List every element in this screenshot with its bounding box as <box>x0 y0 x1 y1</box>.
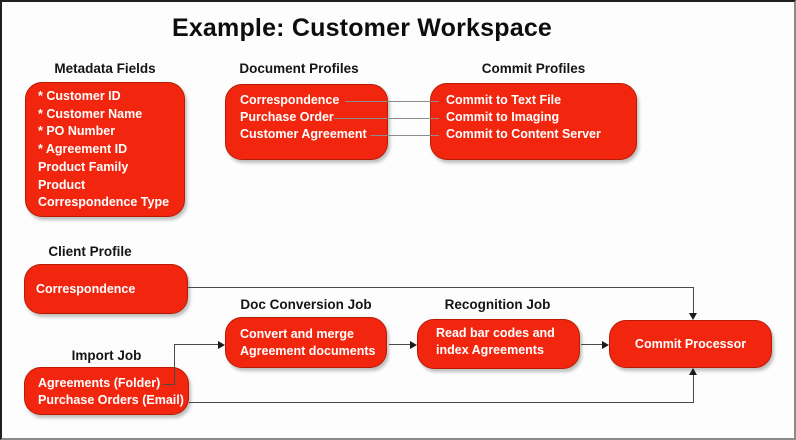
flow-agreements-to-doc-conversion <box>174 344 218 345</box>
heading-recognition-job: Recognition Job <box>444 297 551 312</box>
diagram-title: Example: Customer Workspace <box>171 14 553 42</box>
commit-processor-label: Commit Processor <box>634 337 747 351</box>
node-recognition-job: Read bar codes and index Agreements <box>417 319 580 369</box>
import-job-item: Purchase Orders (Email) <box>38 392 184 407</box>
heading-client-profile: Client Profile <box>48 244 132 259</box>
arrowhead-into-commit-processor-top <box>689 313 697 320</box>
metadata-field-item: Correspondence Type <box>38 195 170 210</box>
node-import-job: Agreements (Folder) Purchase Orders (Ema… <box>24 367 189 415</box>
doc-conversion-text-line: Convert and merge <box>240 327 354 341</box>
metadata-field-item: Product Family <box>38 159 129 174</box>
recognition-text-line: Read bar codes and <box>436 326 555 340</box>
metadata-field-item: Product <box>38 177 86 192</box>
heading-document-profiles: Document Profiles <box>239 61 359 76</box>
arrowhead-into-doc-conversion <box>218 341 225 349</box>
recognition-text-line: index Agreements <box>436 343 544 357</box>
flow-agreements-to-doc-conversion <box>163 384 174 385</box>
heading-commit-profiles: Commit Profiles <box>481 61 586 76</box>
flow-correspondence-to-commit-processor <box>188 287 693 288</box>
document-profile-item: Customer Agreement <box>240 127 367 141</box>
node-metadata-fields: * Customer ID * Customer Name * PO Numbe… <box>25 82 185 217</box>
flow-agreements-to-doc-conversion <box>174 344 175 385</box>
link-purchase-order-to-imaging <box>334 118 439 119</box>
link-customer-agreement-to-content-server <box>370 135 439 136</box>
flow-correspondence-to-commit-processor <box>693 287 694 314</box>
heading-import-job: Import Job <box>71 348 142 363</box>
node-client-profile: Correspondence <box>24 264 188 314</box>
arrowhead-into-commit-processor-bottom <box>689 368 697 375</box>
flow-purchase-orders-to-commit-processor <box>189 402 693 403</box>
metadata-field-item: * Customer Name <box>38 106 143 121</box>
document-profile-item: Correspondence <box>240 93 340 107</box>
flow-doc-conversion-to-recognition <box>389 344 410 345</box>
node-doc-conversion-job: Convert and merge Agreement documents <box>225 317 387 368</box>
commit-profile-item: Commit to Content Server <box>446 127 601 141</box>
link-correspondence-to-text-file <box>345 101 439 102</box>
heading-metadata-fields: Metadata Fields <box>54 61 156 76</box>
metadata-field-item: * Customer ID <box>38 89 121 103</box>
document-profile-item: Purchase Order <box>240 110 334 124</box>
flow-purchase-orders-to-commit-processor <box>693 374 694 403</box>
commit-profile-item: Commit to Imaging <box>446 110 560 124</box>
heading-doc-conversion-job: Doc Conversion Job <box>240 297 372 312</box>
node-document-profiles: Correspondence Purchase Order Customer A… <box>225 84 388 160</box>
import-job-item: Agreements (Folder) <box>38 376 161 390</box>
node-commit-processor: Commit Processor <box>609 320 772 368</box>
arrowhead-into-commit-processor-left <box>602 341 609 349</box>
metadata-field-item: * Agreement ID <box>38 142 128 157</box>
client-profile-item: Correspondence <box>36 282 136 296</box>
commit-profile-item: Commit to Text File <box>446 93 562 107</box>
node-commit-profiles: Commit to Text File Commit to Imaging Co… <box>430 83 637 160</box>
metadata-field-item: * PO Number <box>38 124 116 139</box>
arrowhead-into-recognition-job <box>410 341 417 349</box>
doc-conversion-text-line: Agreement documents <box>240 344 376 358</box>
flow-recognition-to-commit-processor <box>581 344 602 345</box>
